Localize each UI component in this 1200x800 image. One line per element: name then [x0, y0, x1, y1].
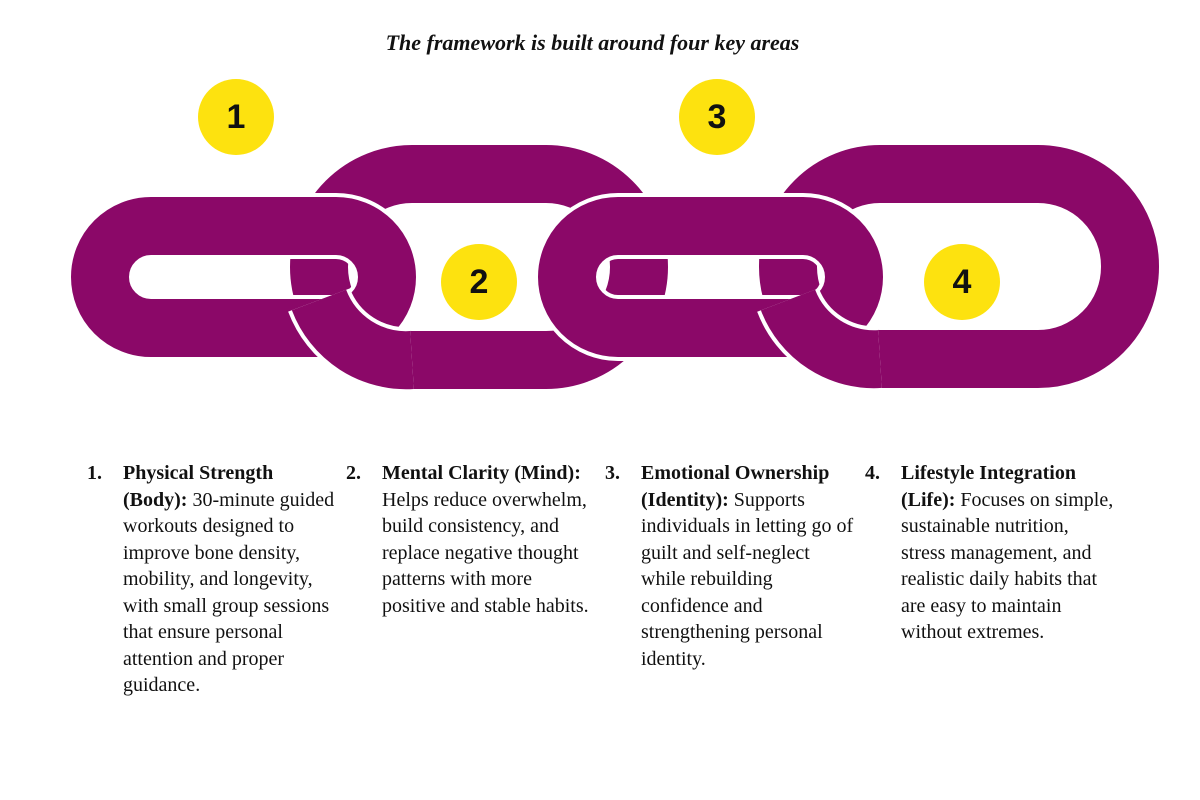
area-number: 4. [865, 462, 880, 484]
area-heading: Emotional Ownership (Identity): [641, 462, 830, 511]
area-mental-clarity: 2. Mental Clarity (Mind): Helps reduce o… [346, 460, 596, 619]
area-physical-strength: 1. Physical Strength (Body): 30-minute g… [87, 460, 337, 699]
area-number: 2. [346, 462, 361, 484]
diagram-title: The framework is built around four key a… [385, 30, 800, 55]
area-text: Helps reduce overwhelm, build consistenc… [382, 488, 589, 617]
area-heading: Lifestyle Integration (Life): [901, 462, 1076, 511]
area-description: Lifestyle Integration (Life): Focuses on… [901, 460, 1115, 646]
area-text: 30-minute guided workouts designed to im… [123, 488, 335, 697]
badge-4: 4 [924, 244, 1000, 320]
area-lifestyle-integration: 4. Lifestyle Integration (Life): Focuses… [865, 460, 1115, 646]
area-heading: Mental Clarity (Mind): [382, 462, 581, 484]
area-description: Mental Clarity (Mind): Helps reduce over… [382, 460, 596, 619]
chain-link-3 [538, 197, 883, 357]
chain-overlap-2 [291, 288, 414, 390]
chain-overlap-4 [760, 288, 882, 389]
badge-3: 3 [679, 79, 755, 155]
area-number: 3. [605, 462, 620, 484]
area-description: Emotional Ownership (Identity): Supports… [641, 460, 855, 672]
chain-link-1 [71, 197, 416, 357]
area-number: 1. [87, 462, 102, 484]
area-description: Physical Strength (Body): 30-minute guid… [123, 460, 337, 699]
area-emotional-ownership: 3. Emotional Ownership (Identity): Suppo… [605, 460, 855, 672]
badge-2: 2 [441, 244, 517, 320]
area-text: Supports individuals in letting go of gu… [641, 488, 854, 670]
badge-1: 1 [198, 79, 274, 155]
area-heading: Physical Strength (Body): [123, 462, 274, 511]
chain-link-4 [759, 145, 1159, 388]
chain-link-2 [290, 145, 668, 389]
area-text: Focuses on simple, sustainable nutrition… [901, 488, 1114, 644]
